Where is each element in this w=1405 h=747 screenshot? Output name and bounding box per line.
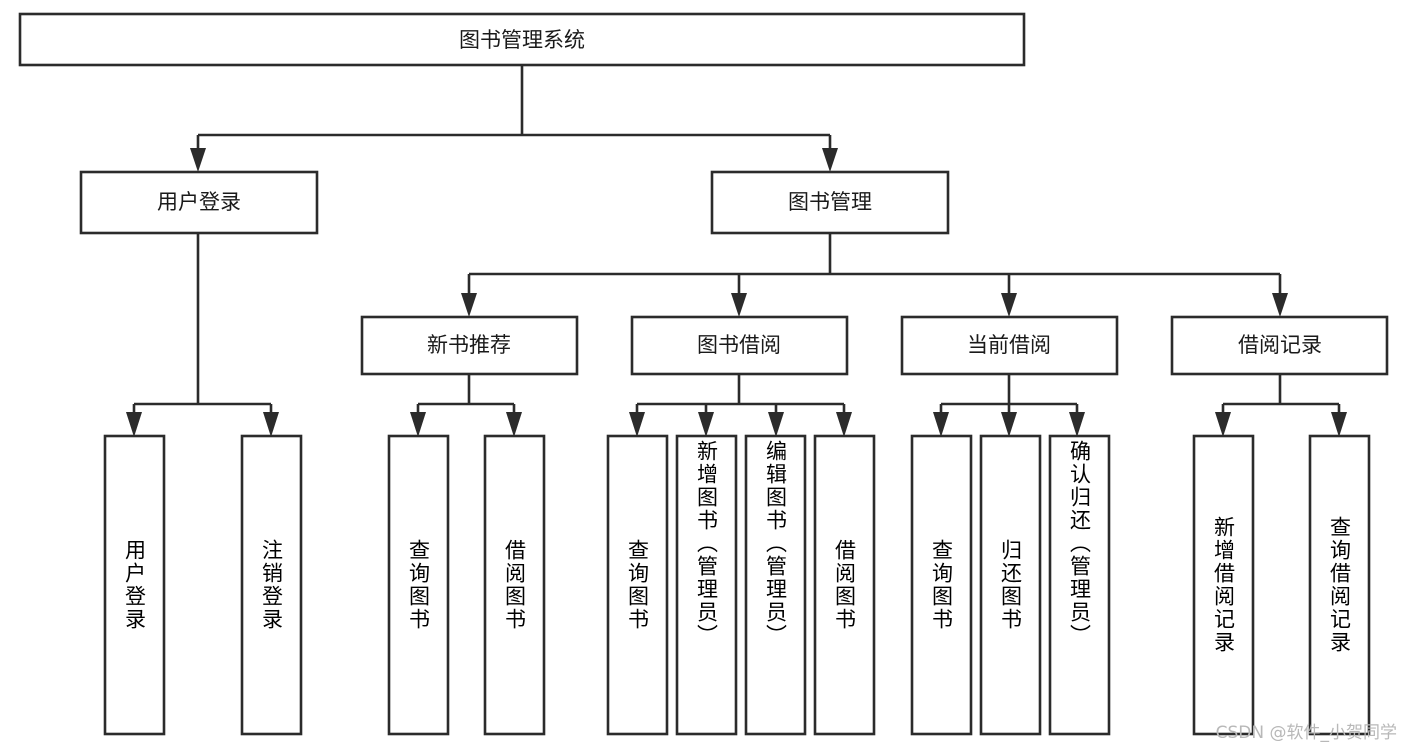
arrow-head-icon (1001, 293, 1017, 317)
arrow-head-icon (698, 412, 714, 437)
node-root-label: 图书管理系统 (459, 28, 585, 52)
leaf-node-borrow-record-add[interactable]: 新增借阅记录 (1192, 434, 1255, 736)
node-borrow-record[interactable]: 借阅记录 (1170, 315, 1389, 376)
leaf-node-user-login-logout[interactable]: 注销登录 (240, 434, 303, 736)
arrow-head-icon (410, 412, 426, 437)
leaf-label: 查询图书 (929, 539, 954, 631)
arrow-head-icon (506, 412, 522, 437)
node-user-login-label: 用户登录 (157, 190, 241, 214)
arrow-head-icon (1331, 412, 1347, 437)
connector-root-to-level2 (190, 65, 838, 172)
node-new-book-recommend-label: 新书推荐 (427, 333, 511, 357)
node-current-borrow-label: 当前借阅 (967, 333, 1051, 357)
leaf-label: 查询图书 (625, 539, 650, 631)
connector-book-borrow-to-leaves (629, 374, 852, 437)
leaf-label: 归还图书 (998, 539, 1023, 631)
leaf-label: 注销登录 (259, 539, 284, 631)
node-user-login[interactable]: 用户登录 (79, 170, 319, 235)
arrow-head-icon (768, 412, 784, 437)
node-root-system[interactable]: 图书管理系统 (18, 12, 1026, 67)
leaf-label: 编辑图书（管理员） (763, 440, 788, 647)
arrow-head-icon (1069, 412, 1085, 437)
arrow-head-icon (629, 412, 645, 437)
arrow-head-icon (1272, 293, 1288, 317)
leaf-label: 借阅图书 (502, 539, 527, 631)
leaf-node-new-book-query[interactable]: 查询图书 (387, 434, 450, 736)
arrow-head-icon (126, 412, 142, 437)
arrow-head-icon (1001, 412, 1017, 437)
node-book-borrow-label: 图书借阅 (697, 333, 781, 357)
leaf-label: 查询图书 (406, 539, 431, 631)
arrow-head-icon (933, 412, 949, 437)
node-book-manage-label: 图书管理 (788, 190, 872, 214)
node-new-book-recommend[interactable]: 新书推荐 (360, 315, 579, 376)
connector-borrow-record-to-leaves (1215, 374, 1347, 437)
node-book-borrow[interactable]: 图书借阅 (630, 315, 849, 376)
leaf-label: 查询借阅记录 (1327, 516, 1352, 654)
arrow-head-icon (190, 148, 206, 172)
connector-new-book-to-leaves (410, 374, 522, 437)
node-current-borrow[interactable]: 当前借阅 (900, 315, 1119, 376)
leaf-node-book-borrow-edit[interactable]: 编辑图书（管理员） (744, 434, 807, 736)
arrow-head-icon (263, 412, 279, 437)
leaf-label: 新增图书（管理员） (694, 440, 719, 647)
arrow-head-icon (822, 148, 838, 172)
node-book-manage[interactable]: 图书管理 (710, 170, 950, 235)
arrow-head-icon (836, 412, 852, 437)
leaf-node-borrow-record-query[interactable]: 查询借阅记录 (1308, 434, 1371, 736)
arrow-head-icon (461, 293, 477, 317)
connector-current-borrow-to-leaves (933, 374, 1085, 437)
arrow-head-icon (731, 293, 747, 317)
leaf-label: 新增借阅记录 (1211, 516, 1236, 654)
leaf-node-current-borrow-return[interactable]: 归还图书 (979, 434, 1042, 736)
leaf-node-book-borrow-add[interactable]: 新增图书（管理员） (675, 434, 738, 736)
arrow-head-icon (1215, 412, 1231, 437)
leaf-node-book-borrow-borrow[interactable]: 借阅图书 (813, 434, 876, 736)
leaf-label: 借阅图书 (832, 539, 857, 631)
leaf-node-new-book-borrow[interactable]: 借阅图书 (483, 434, 546, 736)
leaf-label: 确认归还（管理员） (1067, 440, 1092, 647)
connector-book-manage-to-level3 (461, 233, 1288, 317)
leaf-node-current-borrow-query[interactable]: 查询图书 (910, 434, 973, 736)
node-borrow-record-label: 借阅记录 (1238, 333, 1322, 357)
leaf-node-user-login-login[interactable]: 用户登录 (103, 434, 166, 736)
leaf-node-book-borrow-query[interactable]: 查询图书 (606, 434, 669, 736)
leaf-node-current-borrow-confirm[interactable]: 确认归还（管理员） (1048, 434, 1111, 736)
connector-user-login-to-leaves (126, 233, 279, 437)
csdn-watermark: CSDN @软件_小贺同学 (1215, 723, 1397, 743)
leaf-label: 用户登录 (122, 539, 147, 631)
